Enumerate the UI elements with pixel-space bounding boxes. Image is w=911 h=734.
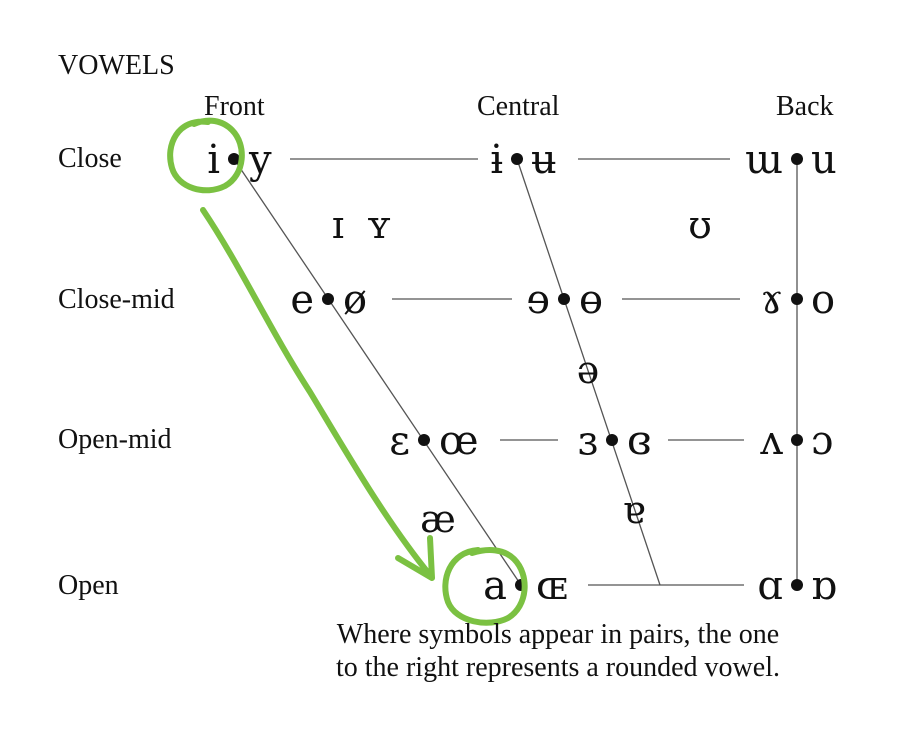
dot-close-back <box>791 153 803 165</box>
front-edge-line <box>233 158 522 586</box>
symbol-close-mid-front-rounded: ø <box>343 277 367 323</box>
column-central-label: Central <box>477 91 560 122</box>
symbol-near-close-back-rounded: ʊ <box>688 203 712 247</box>
chart-title: VOWELS <box>58 50 175 81</box>
footnote-line-1: Where symbols appear in pairs, the one <box>337 619 779 650</box>
symbol-open-mid-front-unrounded: ɛ <box>389 418 410 464</box>
symbol-near-open-front-unrounded: æ <box>420 497 456 541</box>
symbol-close-front-rounded: y <box>248 137 272 183</box>
dot-open-mid-front <box>418 434 430 446</box>
symbol-close-mid-central-unrounded: ɘ <box>526 277 550 323</box>
symbol-open-back-unrounded: ɑ <box>757 563 783 609</box>
trapezoid-grid <box>233 158 798 586</box>
symbol-open-mid-back-rounded: ɔ <box>811 418 833 464</box>
dot-close-front <box>228 153 240 165</box>
annotation-arrowhead-icon <box>395 535 435 581</box>
vowel-dots <box>228 153 803 591</box>
symbol-close-central-unrounded: ɨ <box>490 137 503 183</box>
symbol-open-mid-central-rounded: ɞ <box>627 418 652 464</box>
symbol-close-back-unrounded: ɯ <box>745 137 783 183</box>
footnote-line-2: to the right represents a rounded vowel. <box>336 652 780 683</box>
row-close-label: Close <box>58 143 122 174</box>
annotation-arrow-shaft <box>200 207 433 578</box>
symbol-near-close-front-unrounded: ɪ <box>332 203 344 247</box>
symbol-open-front-rounded: ɶ <box>536 563 568 609</box>
dot-close-mid-central <box>558 293 570 305</box>
symbol-near-close-front-rounded: ʏ <box>367 203 392 247</box>
annotation-overlay <box>167 117 528 626</box>
symbol-close-mid-back-rounded: o <box>811 277 835 323</box>
symbol-mid-central: ə <box>577 348 600 392</box>
vowel-symbols: i y ɨ ʉ ɯ u ɪ ʏ ʊ e ø ɘ ɵ ɤ o ə ɛ œ ɜ ɞ … <box>207 137 837 609</box>
symbol-close-mid-central-rounded: ɵ <box>579 277 603 323</box>
annotation-circle-a <box>442 547 528 626</box>
symbol-near-open-central: ɐ <box>623 488 646 532</box>
dot-open-mid-central <box>606 434 618 446</box>
symbol-open-mid-front-rounded: œ <box>439 418 479 464</box>
symbol-close-central-rounded: ʉ <box>531 137 557 183</box>
symbol-open-back-rounded: ɒ <box>811 563 837 609</box>
row-close-mid-label: Close-mid <box>58 284 175 315</box>
dot-close-mid-front <box>322 293 334 305</box>
row-open-mid-label: Open-mid <box>58 424 172 455</box>
central-line <box>516 158 661 586</box>
annotation-circle-i <box>167 117 245 194</box>
symbol-open-mid-back-unrounded: ʌ <box>759 418 783 464</box>
row-open-label: Open <box>58 570 119 601</box>
dot-close-central <box>511 153 523 165</box>
dot-close-mid-back <box>791 293 803 305</box>
symbol-open-mid-central-unrounded: ɜ <box>578 418 598 464</box>
column-back-label: Back <box>776 91 834 122</box>
symbol-close-mid-front-unrounded: e <box>290 277 314 323</box>
symbol-close-front-unrounded: i <box>207 137 220 183</box>
column-front-label: Front <box>204 91 265 122</box>
dot-open-mid-back <box>791 434 803 446</box>
symbol-close-back-rounded: u <box>811 137 837 183</box>
symbol-open-front-unrounded: a <box>483 563 507 609</box>
dot-open-back <box>791 579 803 591</box>
symbol-close-mid-back-unrounded: ɤ <box>760 277 783 323</box>
